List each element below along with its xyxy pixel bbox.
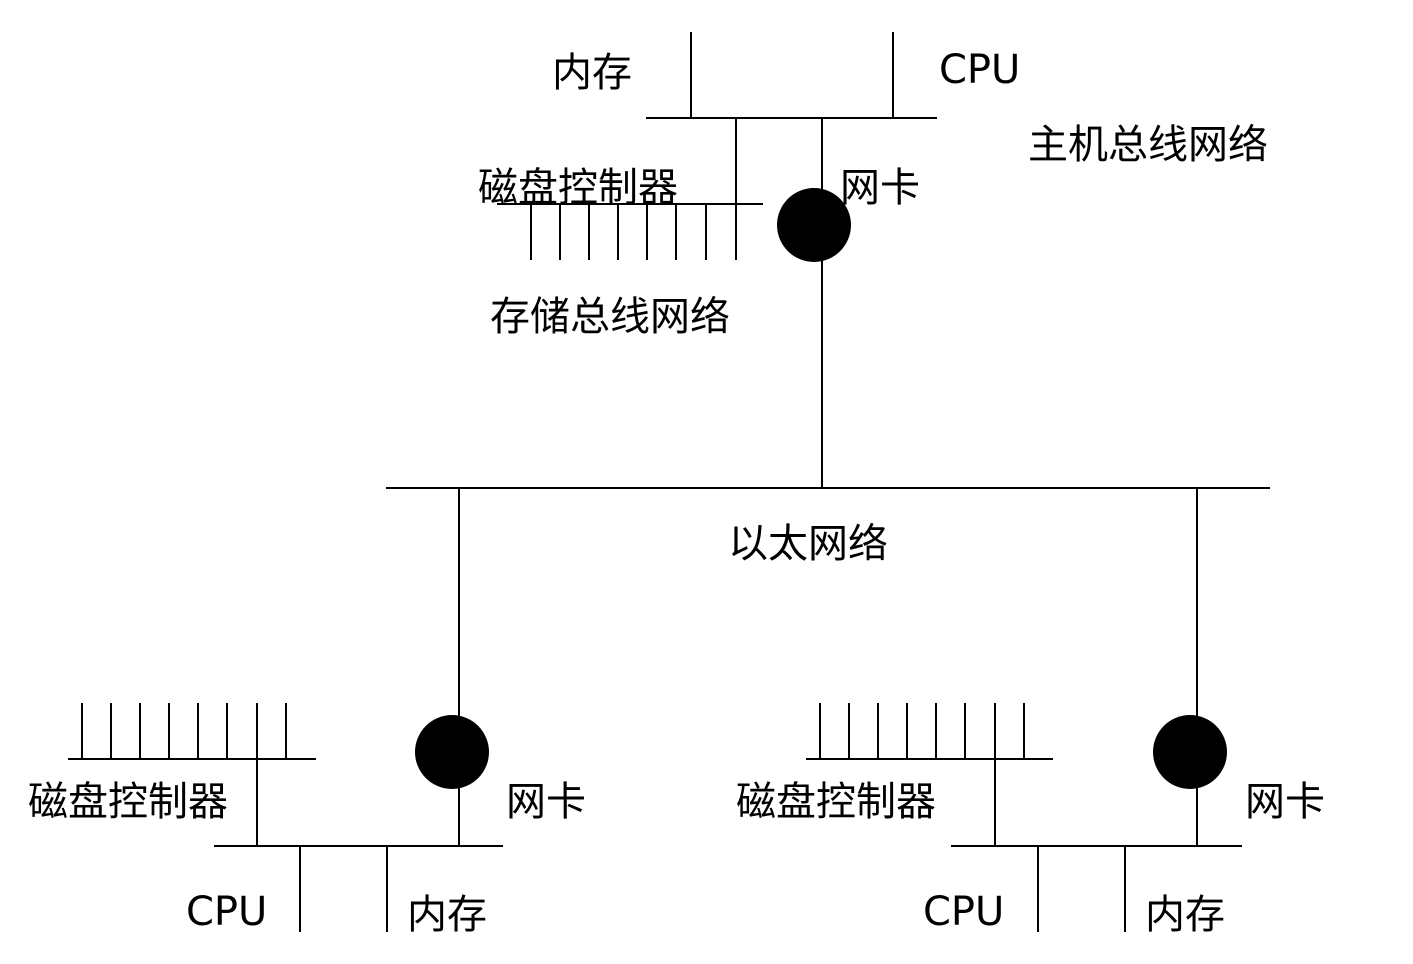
right-disk-controller-label: 磁盘控制器	[736, 779, 936, 825]
left-disk-controller-label: 磁盘控制器	[28, 779, 228, 825]
left-nic-node	[415, 715, 489, 789]
top-memory-label: 内存	[552, 50, 632, 96]
left-host-node: 磁盘控制器 网卡 CPU 内存	[28, 703, 586, 938]
top-nic-node	[777, 188, 851, 262]
storage-bus-network-label: 存储总线网络	[490, 294, 730, 340]
top-cpu-label: CPU	[939, 47, 1020, 93]
top-disk-controller-label: 磁盘控制器	[478, 165, 678, 211]
host-bus-network-label: 主机总线网络	[1028, 122, 1268, 168]
right-memory-label: 内存	[1145, 892, 1225, 938]
left-storage-bus-drops	[81, 703, 287, 759]
top-storage-bus-drops	[530, 204, 707, 260]
right-host-node: 磁盘控制器 网卡 CPU 内存	[736, 703, 1325, 938]
right-cpu-label: CPU	[923, 889, 1004, 935]
top-nic-label: 网卡	[840, 165, 920, 211]
left-nic-label: 网卡	[506, 779, 586, 825]
right-nic-node	[1153, 715, 1227, 789]
top-host-node: 内存 CPU 主机总线网络 磁盘控制器 网卡 存储总线网络	[478, 32, 1268, 488]
right-storage-bus-drops	[819, 703, 1025, 759]
left-cpu-label: CPU	[186, 889, 267, 935]
right-nic-label: 网卡	[1245, 779, 1325, 825]
ethernet-network-label: 以太网络	[728, 521, 888, 567]
left-memory-label: 内存	[407, 892, 487, 938]
